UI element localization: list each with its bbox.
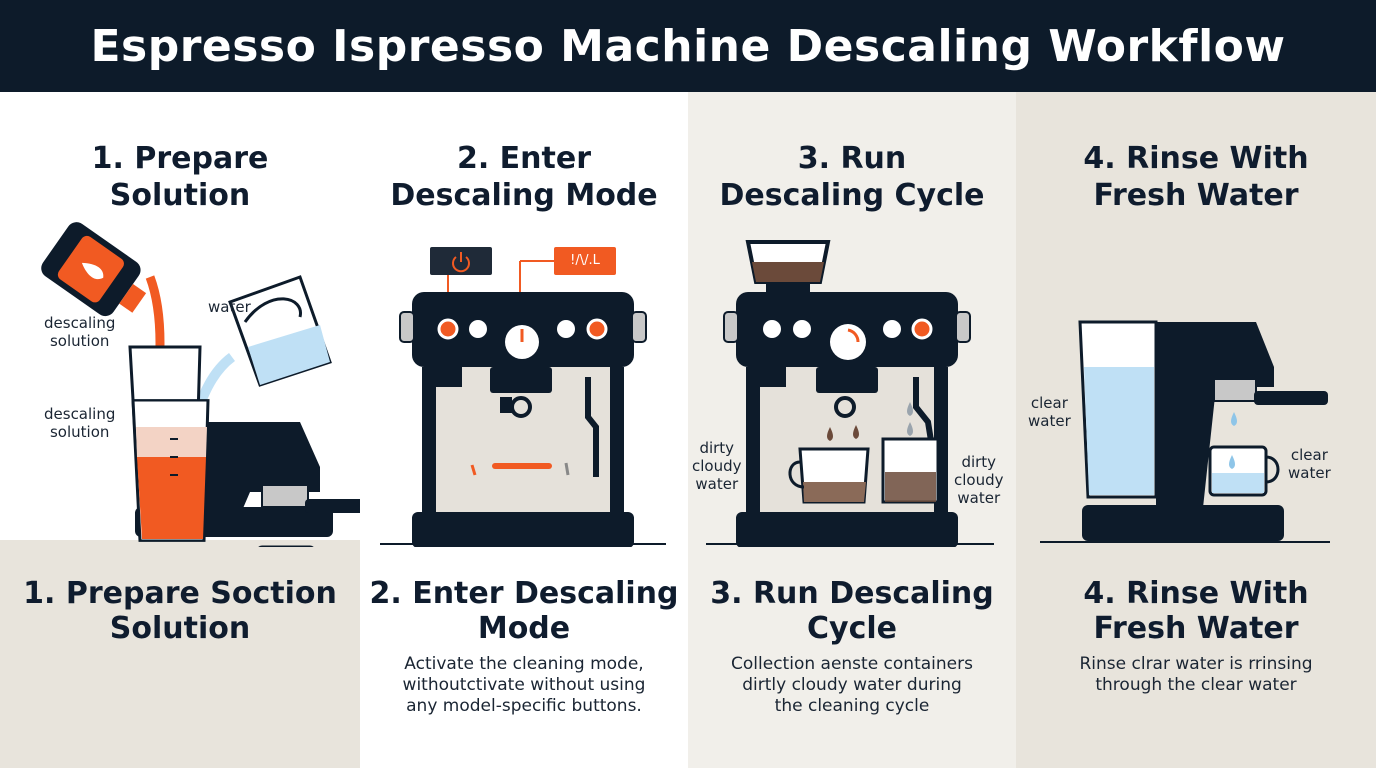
pressure-gauge-icon xyxy=(830,324,866,360)
dirty-water-label-right: dirty cloudy water xyxy=(954,453,1004,507)
step-3-top-title: 3. Run Descaling Cycle xyxy=(719,141,985,213)
clear-water-label-right: clear water xyxy=(1288,446,1331,482)
step-1-panel: 1. Prepare Solution xyxy=(0,92,360,768)
clear-water-label-left: clear water xyxy=(1028,394,1071,430)
descaling-cycle-illustration xyxy=(706,240,994,547)
step-4-bottom-title: 4. Rinse With Fresh Water xyxy=(1083,576,1309,646)
descaling-solution-label-b: descaling solution xyxy=(44,405,116,441)
step-1-top-title: 1. Prepare Solution xyxy=(91,141,269,213)
step-4-panel: 4. Rinse With Fresh Water clear water cl… xyxy=(1016,92,1376,768)
power-button xyxy=(437,318,459,340)
water-tank-icon xyxy=(1078,320,1158,499)
bean-hopper-icon xyxy=(745,240,831,296)
dirty-water-label-left: dirty cloudy water xyxy=(692,439,742,493)
rinse-illustration xyxy=(1040,320,1330,543)
step-2-description: Activate the cleaning mode, withoutctiva… xyxy=(402,654,646,716)
step-1-bottom-title: 1. Prepare Soction Solution xyxy=(23,576,337,646)
espresso-machine-icon xyxy=(399,292,647,547)
descaling-mode-illustration xyxy=(380,247,666,547)
page-title: Espresso Ispresso Machine Descaling Work… xyxy=(90,20,1286,72)
container-right-icon xyxy=(881,437,940,504)
step-3-panel: 3. Run Descaling Cycle xyxy=(688,92,1016,768)
header-bar: Espresso Ispresso Machine Descaling Work… xyxy=(0,0,1376,92)
cup-icon xyxy=(1208,445,1280,497)
water-jug-icon xyxy=(228,275,332,387)
step-4-description: Rinse clrar water is rrinsing through th… xyxy=(1079,654,1313,695)
descaling-bottle-icon xyxy=(41,222,147,317)
step-2-top-title: 2. Enter Descaling Mode xyxy=(390,141,658,213)
espresso-machine-icon xyxy=(723,292,971,547)
step-3-bottom-title: 3. Run Descaling Cycle xyxy=(710,576,994,646)
descaling-solution-label-a: descaling solution xyxy=(44,314,116,350)
power-icon xyxy=(452,252,470,273)
display-callout xyxy=(554,247,616,275)
prepare-solution-illustration xyxy=(41,222,360,547)
step-3-description: Collection aenste containers dirtly clou… xyxy=(731,654,973,716)
panel-bg-1-lower xyxy=(0,540,360,768)
step-2-panel: 2. Enter Descaling Mode xyxy=(360,92,688,768)
water-tank-icon xyxy=(131,399,210,542)
water-label: water xyxy=(208,298,251,316)
espresso-machine-icon xyxy=(1082,322,1328,541)
step-4-top-title: 4. Rinse With Fresh Water xyxy=(1083,141,1309,213)
container-left-icon xyxy=(788,447,870,504)
display-readout: !/\/.L xyxy=(570,253,600,268)
step-2-bottom-title: 2. Enter Descaling Mode xyxy=(369,576,679,646)
